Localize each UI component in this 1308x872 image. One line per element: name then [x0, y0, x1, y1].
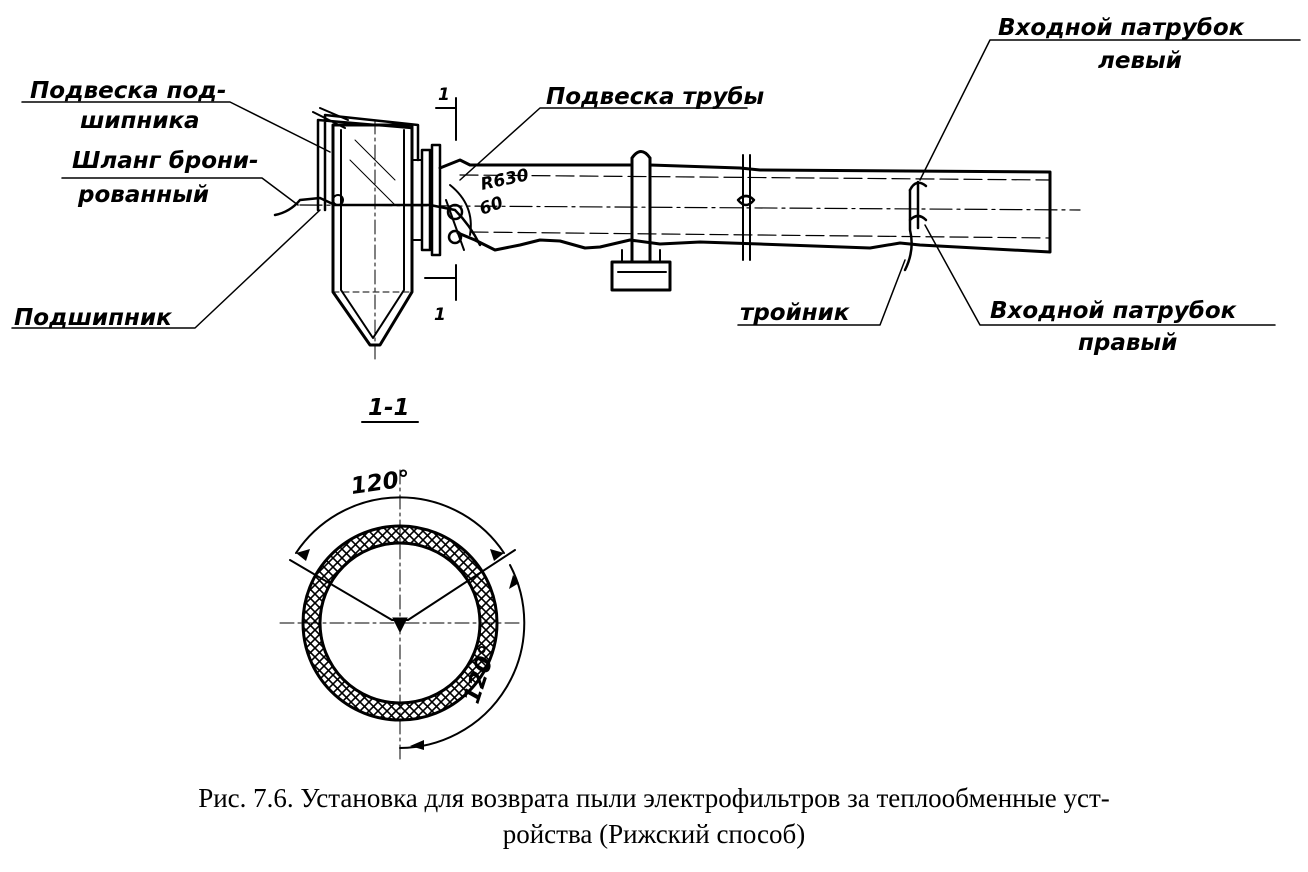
section-mark-bottom: 1 — [434, 305, 446, 325]
section-mark-top: 1 — [438, 85, 450, 105]
label-tee: тройник — [740, 300, 851, 326]
pipe — [299, 158, 1081, 254]
bearing-hanger-frame — [312, 107, 420, 212]
label-inlet-left-line1: Входной патрубок — [998, 15, 1246, 41]
section-title: 1-1 — [368, 395, 410, 421]
label-inlet-right-line1: Входной патрубок — [990, 298, 1238, 324]
flange-assembly — [411, 143, 442, 257]
pipe-cross-section — [279, 469, 521, 761]
label-bearing: Подшипник — [14, 305, 173, 331]
label-pipe-hanger: Подвеска трубы — [546, 84, 764, 110]
tee-fitting — [903, 180, 928, 272]
pipe-hanger-clamp — [610, 150, 672, 292]
hopper — [331, 119, 414, 361]
installation-diagram: Подвеска под- шипника Шланг брони- рован… — [11, 15, 1301, 761]
bearing-joint — [332, 184, 472, 251]
figure-caption: Рис. 7.6. Установка для возврата пыли эл… — [0, 780, 1308, 852]
caption-line-1: Рис. 7.6. Установка для возврата пыли эл… — [198, 783, 1110, 813]
label-inlet-left-line2: левый — [1098, 48, 1182, 74]
label-inlet-right-line2: правый — [1078, 330, 1177, 356]
angle-label-top: 120° — [349, 466, 412, 500]
label-armored-hose-line1: Шланг брони- — [72, 148, 259, 174]
label-bearing-hanger-line2: шипника — [80, 108, 200, 134]
caption-line-2: ройства (Рижский способ) — [502, 819, 806, 849]
section-cut-marks — [424, 97, 457, 301]
intermediate-support — [736, 154, 756, 261]
label-armored-hose-line2: рованный — [77, 182, 209, 208]
label-bearing-hanger-line1: Подвеска под- — [30, 78, 226, 104]
angle-dimension-arcs — [295, 496, 526, 750]
label-radius: R630 — [479, 165, 531, 195]
leader-lines — [11, 39, 1301, 329]
label-dim-60: 60 — [477, 193, 506, 220]
